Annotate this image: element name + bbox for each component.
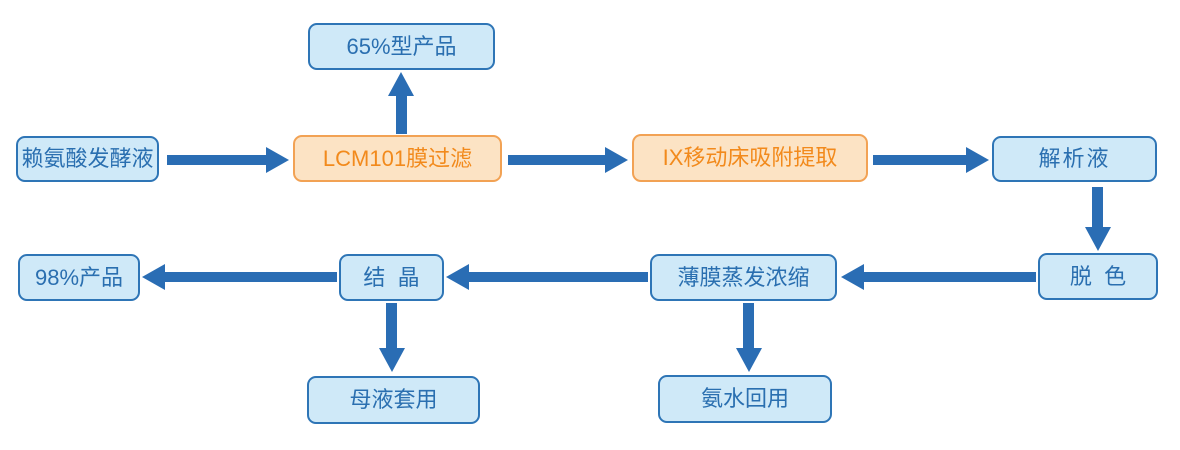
node-98-percent-product-label: 98%产品 <box>34 264 124 290</box>
arrow-evap-to-ammonia-shaft <box>743 303 754 348</box>
node-decolorization: 脱 色 <box>1038 253 1158 300</box>
node-ammonia-water-recycle: 氨水回用 <box>658 375 832 423</box>
arrow-evap-to-crystal-shaft <box>469 272 648 282</box>
node-mother-liquor-reuse-label: 母液套用 <box>349 387 438 412</box>
arrow-evap-to-crystal-head <box>446 264 469 290</box>
arrow-decolor-to-evap-shaft <box>864 272 1036 282</box>
node-ix-moving-bed-adsorption-label: IX移动床吸附提取 <box>662 145 838 170</box>
arrow-crystal-to-98product-shaft <box>165 272 337 282</box>
node-decolorization-label: 脱 色 <box>1069 263 1127 289</box>
node-lysine-fermentation-broth: 赖氨酸发酵液 <box>16 136 159 182</box>
arrow-ix-to-eluate-shaft <box>873 155 967 165</box>
node-crystallization-label: 结 晶 <box>363 264 420 290</box>
arrow-membrane-to-65product-head <box>388 72 414 96</box>
node-mother-liquor-reuse: 母液套用 <box>307 376 480 424</box>
node-ammonia-water-recycle-label: 氨水回用 <box>700 386 789 411</box>
arrow-eluate-to-decolor-head <box>1085 227 1111 251</box>
node-thin-film-evaporation: 薄膜蒸发浓缩 <box>650 254 837 301</box>
node-65-percent-product: 65%型产品 <box>308 23 495 70</box>
node-eluate-label: 解析液 <box>1038 146 1111 171</box>
arrow-crystal-to-mother-shaft <box>386 303 397 348</box>
arrow-membrane-to-ix-head <box>605 147 628 173</box>
node-eluate: 解析液 <box>992 136 1157 182</box>
node-ix-moving-bed-adsorption: IX移动床吸附提取 <box>632 134 868 182</box>
node-65-percent-product-label: 65%型产品 <box>346 33 457 59</box>
node-lcm101-membrane-filtration-label: LCM101膜过滤 <box>322 145 473 171</box>
node-crystallization: 结 晶 <box>339 254 444 301</box>
arrow-membrane-to-65product-shaft <box>396 94 407 134</box>
node-98-percent-product: 98%产品 <box>18 254 140 301</box>
arrow-eluate-to-decolor-shaft <box>1092 187 1103 227</box>
arrow-evap-to-ammonia-head <box>736 348 762 372</box>
arrow-broth-to-membrane-head <box>266 147 289 173</box>
arrow-broth-to-membrane-shaft <box>167 155 267 165</box>
arrow-decolor-to-evap-head <box>841 264 864 290</box>
node-lcm101-membrane-filtration: LCM101膜过滤 <box>293 135 502 182</box>
node-thin-film-evaporation-label: 薄膜蒸发浓缩 <box>677 264 810 290</box>
arrow-ix-to-eluate-head <box>966 147 989 173</box>
arrow-membrane-to-ix-shaft <box>508 155 606 165</box>
node-lysine-fermentation-broth-label: 赖氨酸发酵液 <box>21 146 154 171</box>
arrow-crystal-to-98product-head <box>142 264 165 290</box>
arrow-crystal-to-mother-head <box>379 348 405 372</box>
